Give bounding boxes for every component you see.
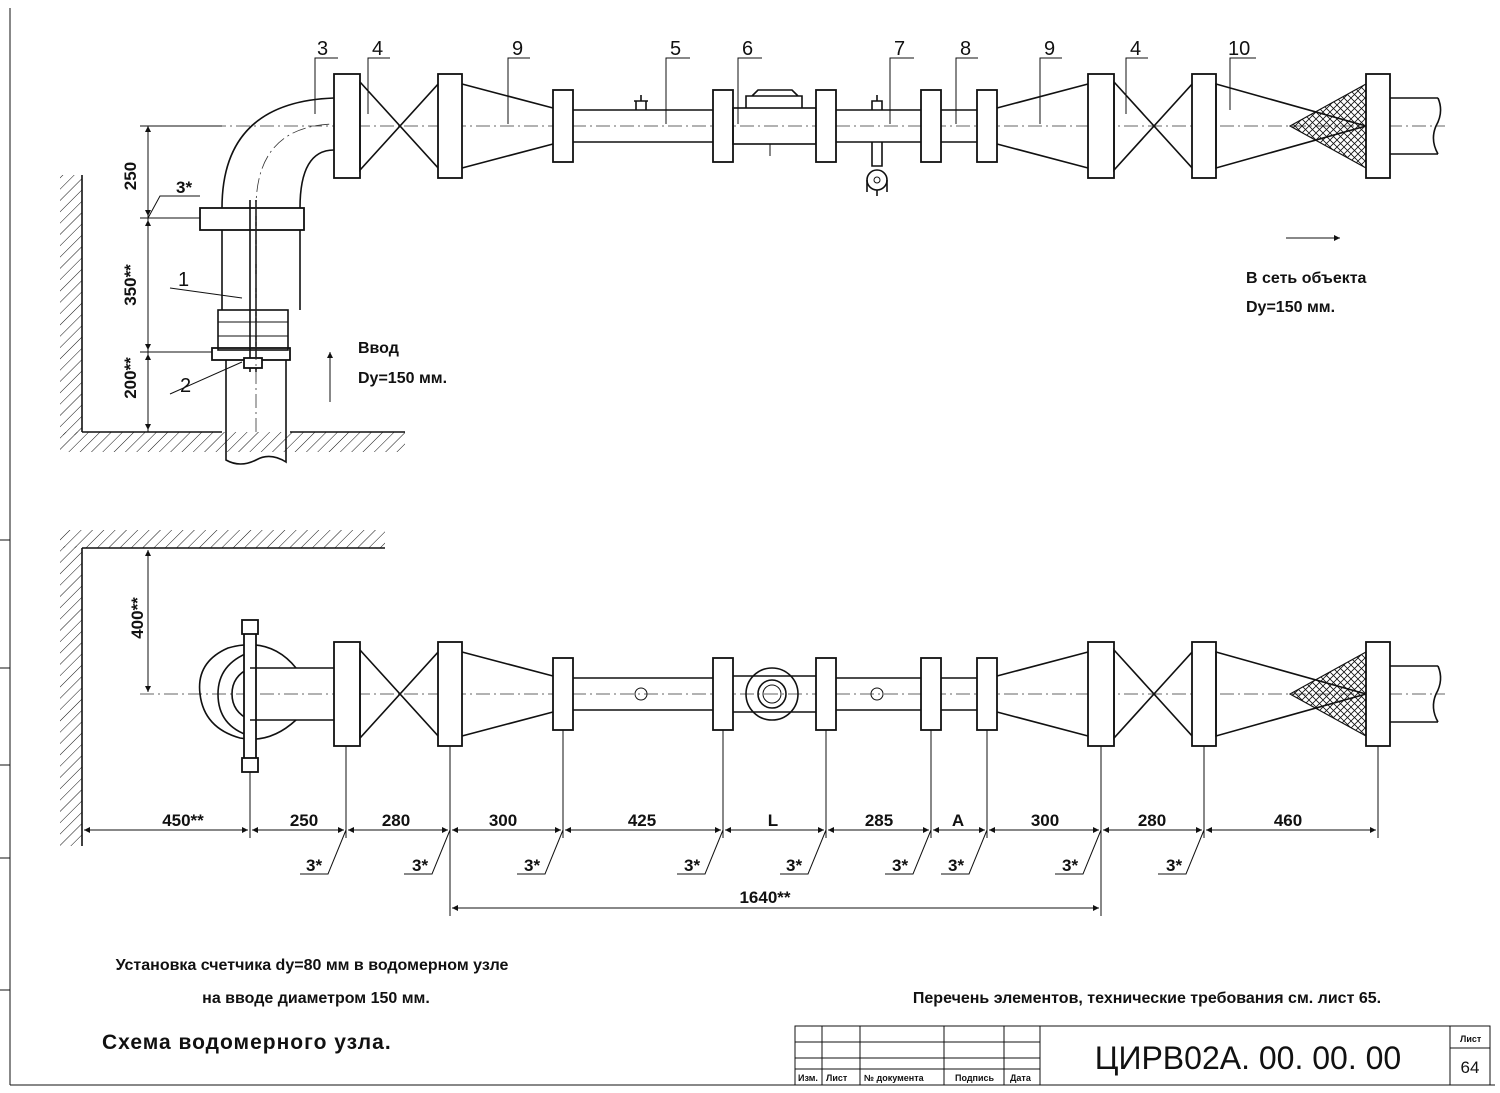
dim-300-left: 300	[489, 811, 517, 830]
callout-numbers: 3 4 9 5 6 7 8 9 4 10 1 2	[178, 38, 1250, 397]
side-dimensions-top	[140, 125, 222, 432]
outlet-label: В сеть объекта	[1246, 270, 1367, 287]
callout-leaders	[169, 57, 1256, 395]
tb-sheet-label: Лист	[1460, 1034, 1482, 1044]
top-pipeline	[333, 73, 1442, 196]
flow-arrows	[327, 235, 1340, 402]
callout-5: 5	[670, 38, 681, 60]
weld-mark: 3*	[306, 856, 322, 875]
dim-200-vertical: 200**	[121, 357, 140, 399]
callout-9-left: 9	[512, 38, 523, 60]
top-wall	[60, 175, 405, 452]
callout-3: 3	[317, 38, 328, 60]
bottom-pipeline	[198, 619, 1442, 773]
sheet-number: 64	[1461, 1058, 1480, 1077]
dim-460: 460	[1274, 811, 1302, 830]
callout-2: 2	[180, 375, 191, 397]
tb-header-signature: Подпись	[955, 1073, 995, 1083]
dim-250: 250	[290, 811, 318, 830]
callout-10: 10	[1228, 38, 1250, 60]
weld-mark: 3*	[786, 856, 802, 875]
outlet-diameter: Dy=150 мм.	[1246, 299, 1335, 316]
weld-mark: 3*	[892, 856, 908, 875]
drawing-title: Схема водомерного узла.	[102, 1031, 392, 1054]
dim-L: L	[768, 811, 778, 830]
dim-300-right: 300	[1031, 811, 1059, 830]
reference-note: Перечень элементов, технические требован…	[913, 990, 1381, 1007]
weld-mark-top: 3*	[176, 178, 192, 197]
dim-425: 425	[628, 811, 656, 830]
weld-mark: 3*	[524, 856, 540, 875]
callout-7: 7	[894, 38, 905, 60]
weld-mark: 3*	[1166, 856, 1182, 875]
callout-4-right: 4	[1130, 38, 1141, 60]
callout-8: 8	[960, 38, 971, 60]
dim-450: 450**	[162, 811, 204, 830]
inlet-riser	[199, 97, 335, 465]
dim-1640: 1640**	[739, 888, 790, 907]
dimension-values: 450** 250 280 300 425 L 285 A 300 280 46…	[162, 811, 1302, 907]
caption-line-2: на вводе диаметром 150 мм.	[202, 990, 430, 1007]
caption-line-1: Установка счетчика dy=80 мм в водомерном…	[116, 957, 509, 974]
tb-header-document: № документа	[864, 1073, 925, 1083]
callout-9-right: 9	[1044, 38, 1055, 60]
weld-mark: 3*	[412, 856, 428, 875]
weld-mark: 3*	[1062, 856, 1078, 875]
inlet-label: Ввод	[358, 340, 399, 357]
dim-280-left: 280	[382, 811, 410, 830]
dim-350-vertical: 350**	[121, 264, 140, 306]
callout-6: 6	[742, 38, 753, 60]
dim-250-vertical: 250	[121, 162, 140, 190]
callout-1: 1	[178, 269, 189, 291]
tb-header-change: Изм.	[798, 1073, 818, 1083]
dim-285: 285	[865, 811, 893, 830]
tb-header-sheet: Лист	[826, 1073, 848, 1083]
document-code: ЦИРВ02А. 00. 00. 00	[1095, 1040, 1401, 1076]
dim-400-vertical: 400**	[128, 597, 147, 639]
dim-A: A	[952, 811, 964, 830]
weld-mark: 3*	[948, 856, 964, 875]
weld-marks: 3* 3* 3* 3* 3* 3* 3* 3* 3*	[306, 856, 1182, 875]
bottom-wall	[60, 530, 385, 846]
weld-mark: 3*	[684, 856, 700, 875]
inlet-diameter: Dy=150 мм.	[358, 370, 447, 387]
dimension-chain-lines	[84, 730, 1379, 916]
tb-header-date: Дата	[1010, 1073, 1032, 1083]
title-block	[794, 1025, 1491, 1086]
dim-280-right: 280	[1138, 811, 1166, 830]
callout-4-left: 4	[372, 38, 383, 60]
